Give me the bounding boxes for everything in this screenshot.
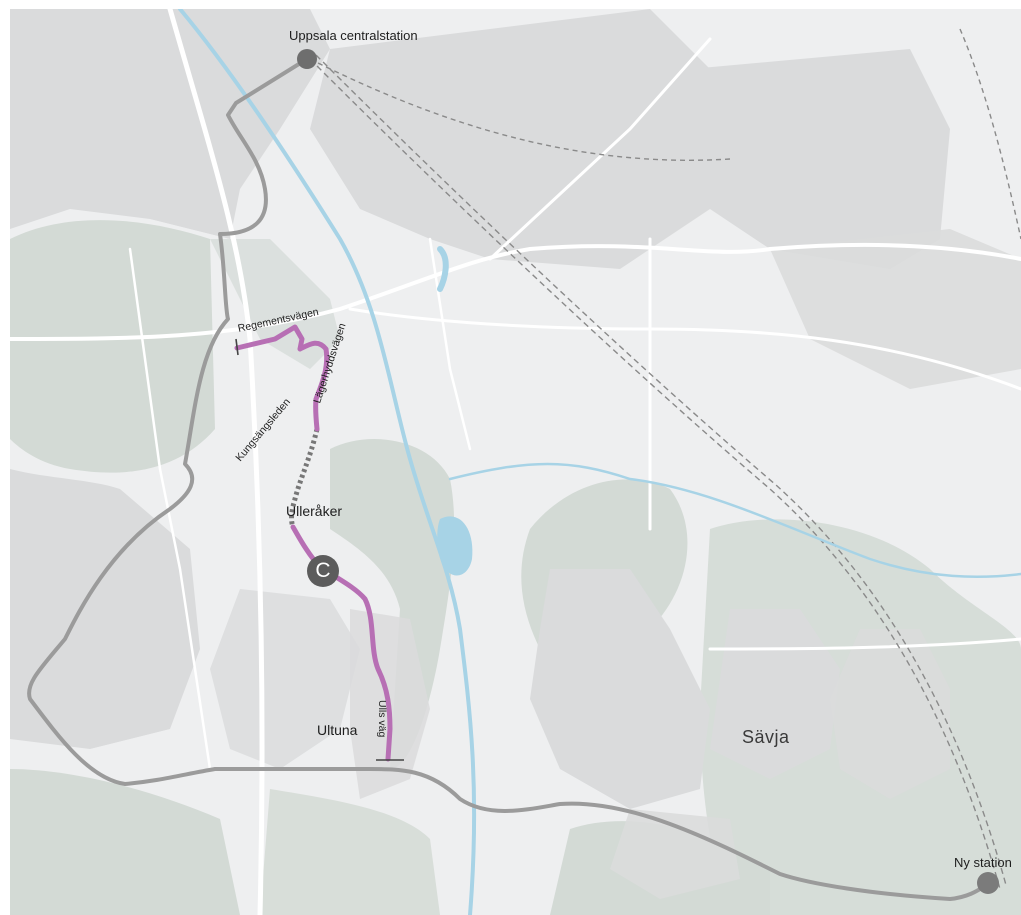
uppsala-central-station-dot[interactable] xyxy=(297,49,317,69)
uppsala-central-station-label: Uppsala centralstation xyxy=(289,28,418,43)
station-c-marker[interactable]: C xyxy=(307,555,339,587)
map-canvas[interactable]: Uppsala centralstation Ny station Ullerå… xyxy=(10,9,1021,915)
savja-label: Sävja xyxy=(742,727,790,747)
proposed-route xyxy=(234,324,393,762)
route-terminus-north xyxy=(235,338,239,356)
ny-station-dot[interactable] xyxy=(977,872,999,894)
road-network xyxy=(10,9,1021,915)
existing-rail-line xyxy=(27,57,992,901)
railway-lines xyxy=(309,28,1021,890)
map-layer xyxy=(10,9,1021,915)
ultuna-label: Ultuna xyxy=(317,722,358,738)
water-bodies xyxy=(178,9,1021,915)
lake xyxy=(437,516,473,576)
ny-station-label: Ny station xyxy=(954,855,1012,870)
station-c-letter: C xyxy=(315,559,331,582)
ullerakar-label: Ulleråker xyxy=(286,503,343,519)
tunnel-section xyxy=(289,428,320,528)
ulls-vag-label: Ulls väg xyxy=(376,700,388,738)
